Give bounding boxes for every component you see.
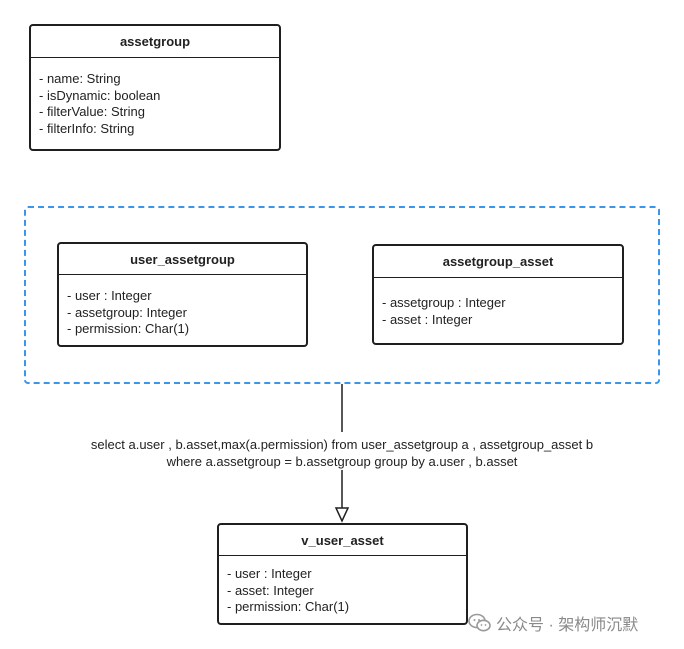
class-user-assetgroup[interactable]: user_assetgroup - user : Integer - asset… (57, 242, 308, 347)
attribute-asset: - asset: Integer (227, 582, 314, 598)
class-attributes-user-assetgroup: - user : Integer - assetgroup: Integer -… (59, 275, 306, 338)
attribute-isdynamic: - isDynamic: boolean (39, 87, 161, 103)
class-attributes-v-user-asset: - user : Integer - asset: Integer - perm… (219, 556, 466, 616)
attribute-assetgroup: - assetgroup: Integer (67, 304, 187, 320)
wechat-icon (468, 613, 491, 632)
class-title-user-assetgroup: user_assetgroup (59, 244, 306, 275)
watermark-text: 公众号 · 架构师沉默 (496, 617, 639, 634)
class-assetgroup[interactable]: assetgroup - name: String - isDynamic: b… (29, 24, 281, 151)
sql-query-label-line2: where a.assetgroup = b.assetgroup group … (166, 454, 518, 469)
hollow-arrowhead (334, 507, 350, 523)
attribute-asset: - asset : Integer (382, 311, 473, 327)
attribute-filtervalue: - filterValue: String (39, 104, 145, 119)
class-title-v-user-asset: v_user_asset (219, 525, 466, 556)
attribute-permission: - permission: Char(1) (67, 321, 190, 336)
class-title-assetgroup-asset: assetgroup_asset (374, 246, 622, 278)
attribute-name: - name: String (39, 71, 121, 86)
class-v-user-asset[interactable]: v_user_asset - user : Integer - asset: I… (217, 523, 468, 625)
class-assetgroup-asset[interactable]: assetgroup_asset - assetgroup : Integer … (372, 244, 624, 345)
attribute-permission: - permission: Char(1) (227, 599, 350, 614)
attribute-filterinfo: - filterInfo: String (39, 120, 135, 136)
class-attributes-assetgroup-asset: - assetgroup : Integer - asset : Integer (374, 278, 622, 328)
attribute-user: - user : Integer (227, 566, 312, 581)
watermark: 公众号 · 架构师沉默 (468, 611, 638, 635)
table-group-container[interactable] (24, 206, 660, 384)
class-title-assetgroup: assetgroup (31, 26, 279, 58)
attribute-user: - user : Integer (67, 288, 152, 303)
class-attributes-assetgroup: - name: String - isDynamic: boolean - fi… (31, 58, 279, 137)
sql-query-label-line1: select a.user , b.asset,max(a.permission… (90, 437, 594, 452)
attribute-assetgroup: - assetgroup : Integer (382, 295, 506, 310)
